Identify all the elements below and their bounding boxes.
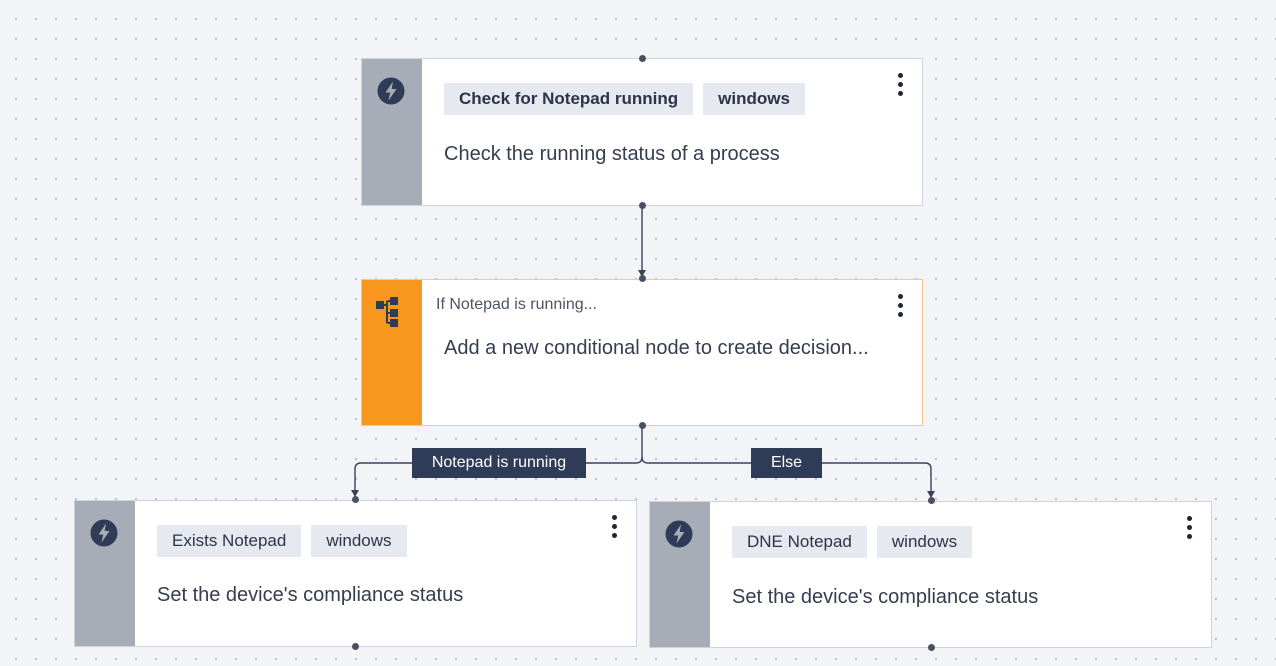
condition-node-notepad-running[interactable]: If Notepad is running... Add a new condi… — [361, 279, 923, 426]
platform-tag: windows — [876, 526, 973, 558]
platform-tag: windows — [703, 83, 805, 115]
node-name-tag: DNE Notepad — [732, 526, 867, 558]
edge-label-notepad-running[interactable]: Notepad is running — [412, 448, 586, 478]
connection-port[interactable] — [639, 202, 646, 209]
edge-label-else[interactable]: Else — [751, 448, 822, 478]
lightning-icon — [377, 77, 405, 105]
node-name-tag: Check for Notepad running — [444, 83, 694, 115]
node-description: Set the device's compliance status — [157, 584, 464, 606]
node-stripe — [362, 59, 422, 205]
action-node-dne-notepad[interactable]: DNE Notepad windows Set the device's com… — [649, 501, 1212, 648]
connection-port[interactable] — [639, 275, 646, 282]
condition-title: If Notepad is running... — [436, 296, 597, 313]
more-options-icon[interactable] — [892, 73, 908, 99]
connection-port[interactable] — [639, 422, 646, 429]
node-description: Add a new conditional node to create dec… — [444, 337, 869, 359]
flowchart-icon — [376, 297, 398, 327]
more-options-icon[interactable] — [1181, 516, 1197, 542]
connection-port[interactable] — [928, 644, 935, 651]
node-stripe — [75, 501, 135, 646]
connection-port[interactable] — [639, 55, 646, 62]
lightning-icon — [665, 520, 693, 548]
more-options-icon[interactable] — [606, 515, 622, 541]
node-name-tag: Exists Notepad — [157, 525, 302, 557]
node-description: Set the device's compliance status — [732, 586, 1039, 608]
node-stripe — [650, 502, 710, 647]
node-stripe — [362, 280, 422, 425]
action-node-check-notepad[interactable]: Check for Notepad running windows Check … — [361, 58, 923, 206]
more-options-icon[interactable] — [892, 294, 908, 320]
lightning-icon — [90, 519, 118, 547]
connection-port[interactable] — [352, 496, 359, 503]
node-description: Check the running status of a process — [444, 143, 780, 165]
action-node-exists-notepad[interactable]: Exists Notepad windows Set the device's … — [74, 500, 637, 647]
connection-port[interactable] — [352, 643, 359, 650]
connection-port[interactable] — [928, 497, 935, 504]
platform-tag: windows — [311, 525, 407, 557]
